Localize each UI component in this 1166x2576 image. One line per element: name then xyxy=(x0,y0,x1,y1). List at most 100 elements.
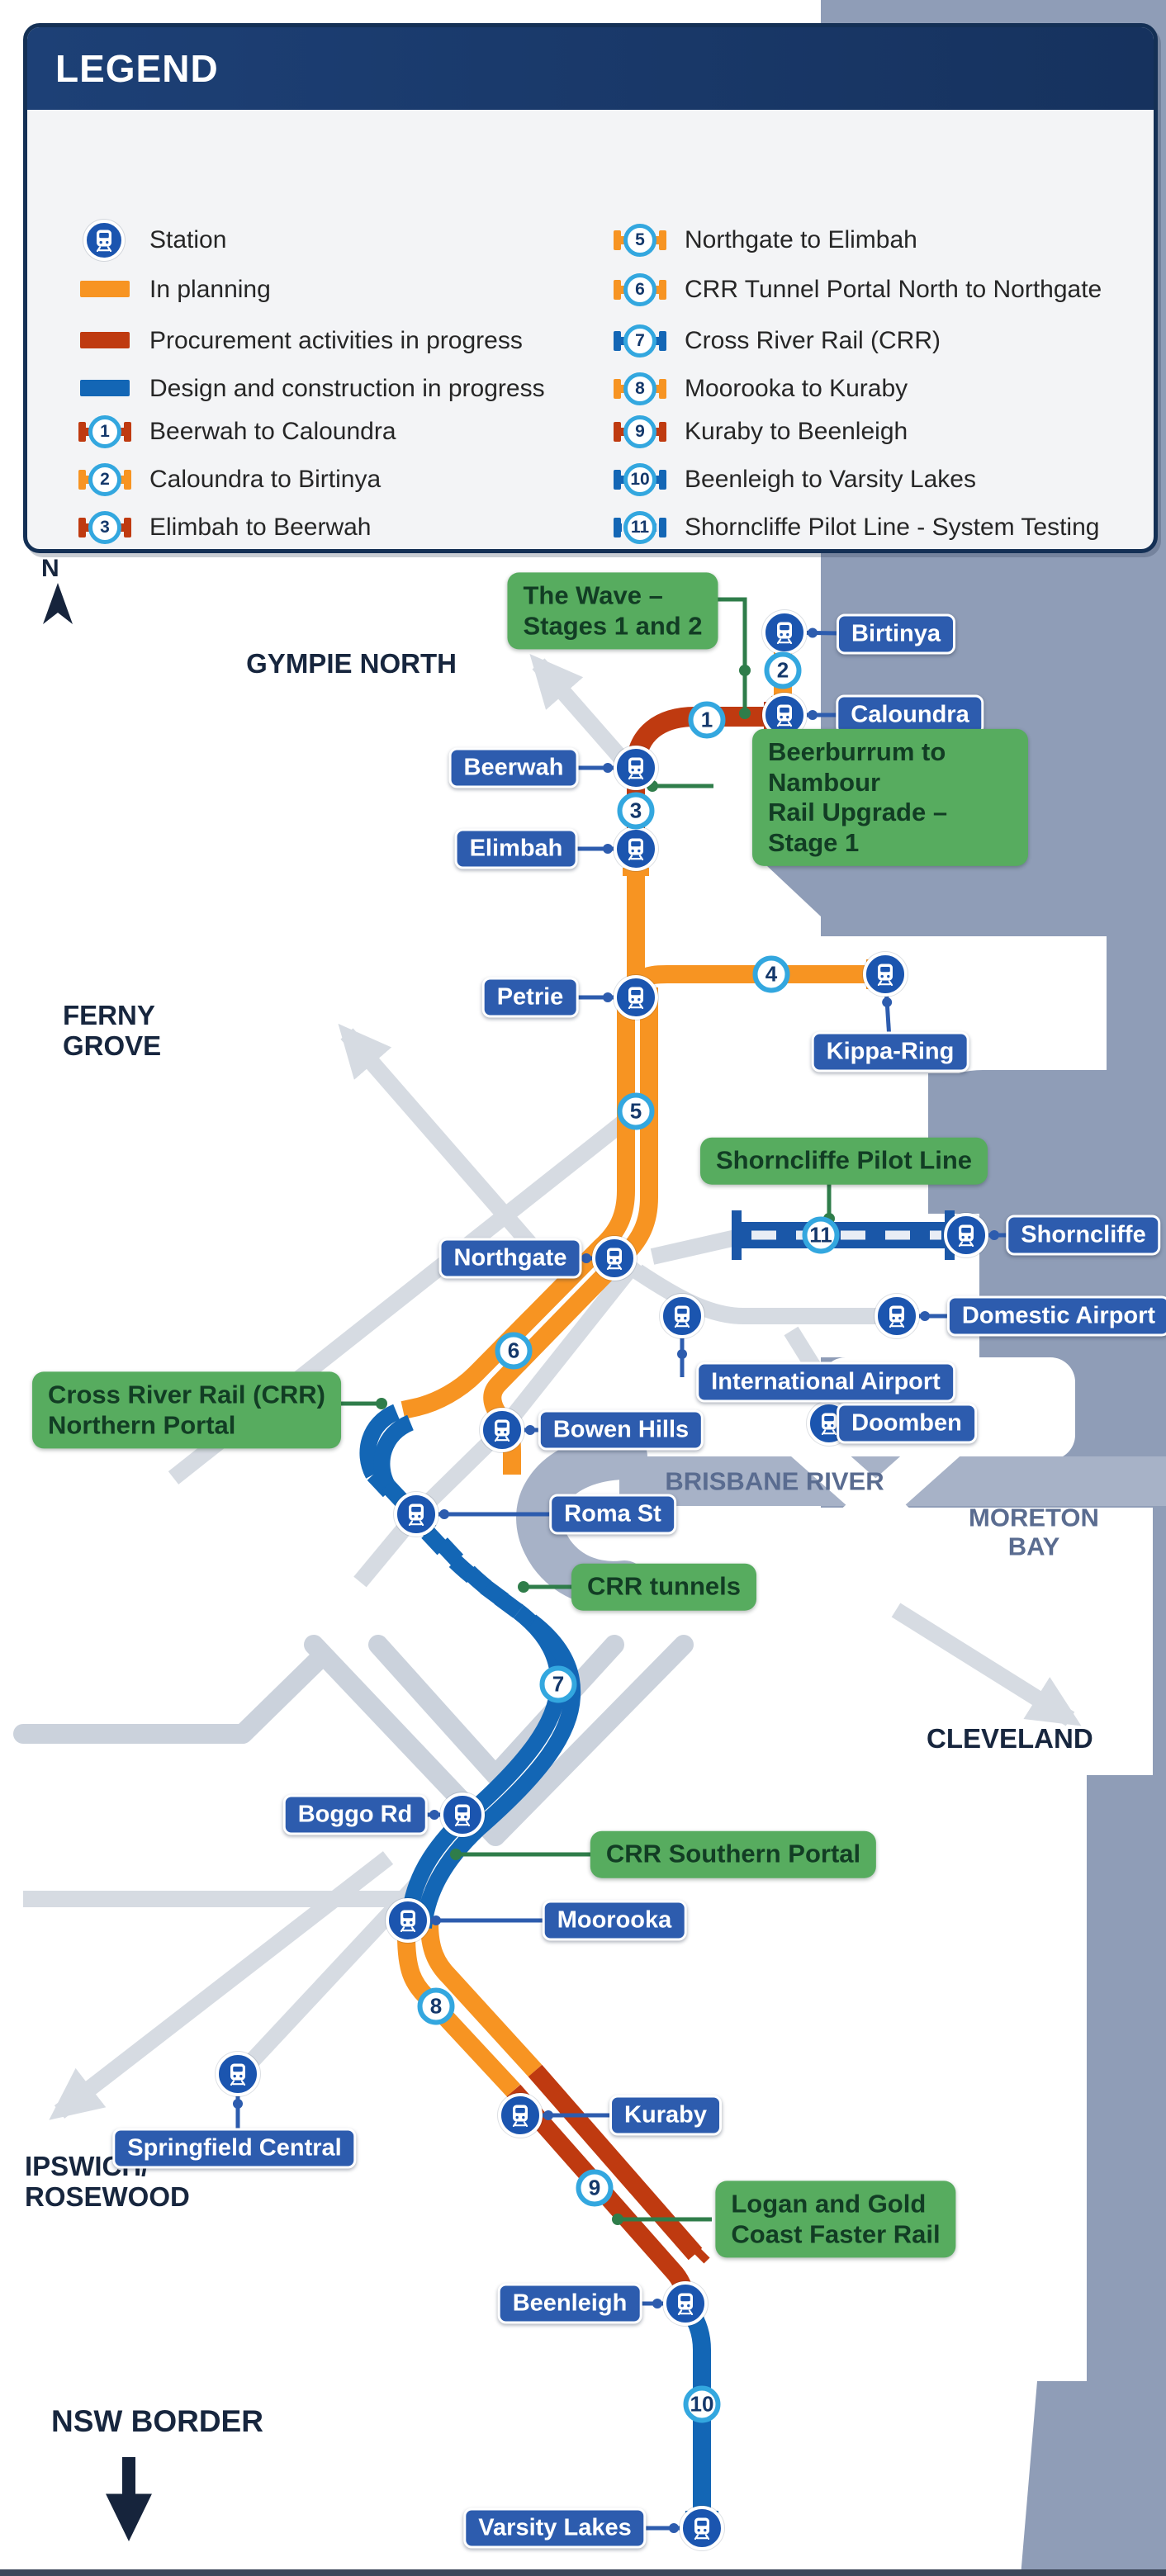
legend-item-label: Procurement activities in progress xyxy=(149,327,523,354)
station-label-elimbah: Elimbah xyxy=(454,828,578,869)
station-boggo-rd[interactable] xyxy=(440,1792,485,1837)
callout-shorncliffe-pilot: Shorncliffe Pilot Line xyxy=(699,1137,988,1185)
legend-item-procurement-activities-in-progress: Procurement activities in progress xyxy=(78,322,523,360)
station-beerwah[interactable] xyxy=(614,746,658,790)
segment-badge-1: 1 xyxy=(688,701,726,739)
legend-item-in-planning: In planning xyxy=(78,271,271,309)
legend-item-label: Cross River Rail (CRR) xyxy=(685,327,941,354)
geo-label-ipswich-rosewood: IPSWICH/ ROSEWOOD xyxy=(25,2151,190,2212)
segment-badge-3: 3 xyxy=(617,792,655,830)
legend-item-label: Northgate to Elimbah xyxy=(685,226,917,253)
station-label-roma-st: Roma St xyxy=(549,1494,676,1535)
compass-label: N xyxy=(41,555,59,582)
geo-label-nsw-border: NSW BORDER xyxy=(51,2404,263,2438)
segment-6-icon: 6 xyxy=(614,271,666,309)
blue-swatch xyxy=(78,370,131,408)
station-birtinya[interactable] xyxy=(762,610,807,655)
blue-lines xyxy=(359,1210,955,2519)
legend-item-label: Caloundra to Birtinya xyxy=(149,466,382,493)
station-elimbah[interactable] xyxy=(614,826,658,871)
legend-header: LEGEND xyxy=(27,27,1154,110)
segment-badge-4: 4 xyxy=(752,955,790,993)
station-label-doomben: Doomben xyxy=(837,1403,977,1444)
geo-label-cleveland: CLEVELAND xyxy=(927,1723,1093,1754)
station-label-varsity-lakes: Varsity Lakes xyxy=(463,2507,647,2549)
legend-item-caloundra-to-birtinya: 2 Caloundra to Birtinya xyxy=(78,461,381,499)
legend-item-moorooka-to-kuraby: 8 Moorooka to Kuraby xyxy=(614,370,908,408)
legend-item-cross-river-rail-crr-: 7 Cross River Rail (CRR) xyxy=(614,322,941,360)
legend-item-label: CRR Tunnel Portal North to Northgate xyxy=(685,276,1102,303)
segment-badge-5: 5 xyxy=(617,1092,655,1130)
legend-item-label: Station xyxy=(149,226,227,253)
station-northgate[interactable] xyxy=(592,1236,637,1281)
segment-badge-7: 7 xyxy=(539,1665,577,1703)
legend-item-label: Elimbah to Beerwah xyxy=(149,514,372,541)
orange-swatch xyxy=(78,271,131,309)
segment-badge-11: 11 xyxy=(802,1216,840,1254)
segment-badge-2: 2 xyxy=(764,651,802,689)
segment-8-icon: 8 xyxy=(614,370,666,408)
station-roma-st[interactable] xyxy=(394,1492,438,1537)
legend-item-design-and-construction-in-progress: Design and construction in progress xyxy=(78,370,545,408)
station-petrie[interactable] xyxy=(614,975,658,1020)
segment-7-icon: 7 xyxy=(614,322,666,360)
station-kuraby[interactable] xyxy=(498,2093,543,2138)
station-beenleigh[interactable] xyxy=(663,2281,708,2326)
segment-11-icon: 11 xyxy=(614,509,666,547)
callout-the-wave: The Wave – Stages 1 and 2 xyxy=(507,572,718,650)
station-label-springfield-central: Springfield Central xyxy=(112,2128,357,2169)
segment-badge-9: 9 xyxy=(576,2169,614,2207)
segment-1-icon: 1 xyxy=(78,413,131,451)
segment-badge-10: 10 xyxy=(683,2385,721,2423)
station-shorncliffe[interactable] xyxy=(944,1213,988,1257)
station-label-domestic-airport: Domestic Airport xyxy=(946,1295,1166,1337)
station-international-airport[interactable] xyxy=(660,1294,704,1338)
callout-crr-northern-portal: Cross River Rail (CRR) Northern Portal xyxy=(32,1371,341,1449)
station-bowen-hills[interactable] xyxy=(480,1408,524,1452)
legend-item-kuraby-to-beenleigh: 9 Kuraby to Beenleigh xyxy=(614,413,908,451)
station-icon xyxy=(78,220,131,261)
legend-item-label: Moorooka to Kuraby xyxy=(685,375,908,402)
station-moorooka[interactable] xyxy=(386,1898,430,1943)
station-label-northgate: Northgate xyxy=(438,1238,582,1279)
segment-5-icon: 5 xyxy=(614,221,666,259)
legend-item-label: In planning xyxy=(149,276,271,303)
legend-item-shorncliffe-pilot-line-system-testing: 11 Shorncliffe Pilot Line - System Testin… xyxy=(614,509,1099,547)
segment-2-icon: 2 xyxy=(78,461,131,499)
legend-title: LEGEND xyxy=(55,47,219,90)
station-springfield-central[interactable] xyxy=(216,2052,260,2096)
legend-item-label: Beenleigh to Varsity Lakes xyxy=(685,466,976,493)
legend-item-beenleigh-to-varsity-lakes: 10 Beenleigh to Varsity Lakes xyxy=(614,461,976,499)
legend-item-label: Kuraby to Beenleigh xyxy=(685,418,908,445)
legend-item-beerwah-to-caloundra: 1 Beerwah to Caloundra xyxy=(78,413,396,451)
segment-badge-8: 8 xyxy=(417,1987,455,2025)
legend-item-label: Design and construction in progress xyxy=(149,375,545,402)
station-label-caloundra: Caloundra xyxy=(836,694,984,736)
segment-badge-6: 6 xyxy=(495,1332,533,1370)
geo-label-gympie-north: GYMPIE NORTH xyxy=(246,648,457,679)
legend-item-station: Station xyxy=(78,220,227,261)
station-label-bowen-hills: Bowen Hills xyxy=(538,1409,704,1451)
red-swatch xyxy=(78,322,131,360)
callout-beerburrum-nambour: Beerburrum to Nambour Rail Upgrade – Sta… xyxy=(752,728,1028,867)
compass-needle xyxy=(43,583,73,624)
station-label-kippa-ring: Kippa-Ring xyxy=(811,1031,969,1073)
station-domestic-airport[interactable] xyxy=(874,1294,919,1338)
station-varsity-lakes[interactable] xyxy=(680,2506,724,2550)
segment-9-icon: 9 xyxy=(614,413,666,451)
station-label-shorncliffe: Shorncliffe xyxy=(1006,1215,1161,1256)
station-kippa-ring[interactable] xyxy=(863,952,908,997)
legend-item-label: Beerwah to Caloundra xyxy=(149,418,396,445)
callout-crr-southern-portal: CRR Southern Portal xyxy=(590,1830,877,1878)
segment-10-icon: 10 xyxy=(614,461,666,499)
callout-crr-tunnels: CRR tunnels xyxy=(571,1563,756,1611)
station-label-beerwah: Beerwah xyxy=(448,747,579,788)
station-label-beenleigh: Beenleigh xyxy=(497,2283,642,2324)
station-label-international-airport: International Airport xyxy=(696,1361,955,1403)
legend-item-northgate-to-elimbah: 5 Northgate to Elimbah xyxy=(614,221,917,259)
geo-label-moreton-bay: MORETON BAY xyxy=(969,1503,1099,1560)
legend-item-label: Shorncliffe Pilot Line - System Testing xyxy=(685,514,1100,541)
